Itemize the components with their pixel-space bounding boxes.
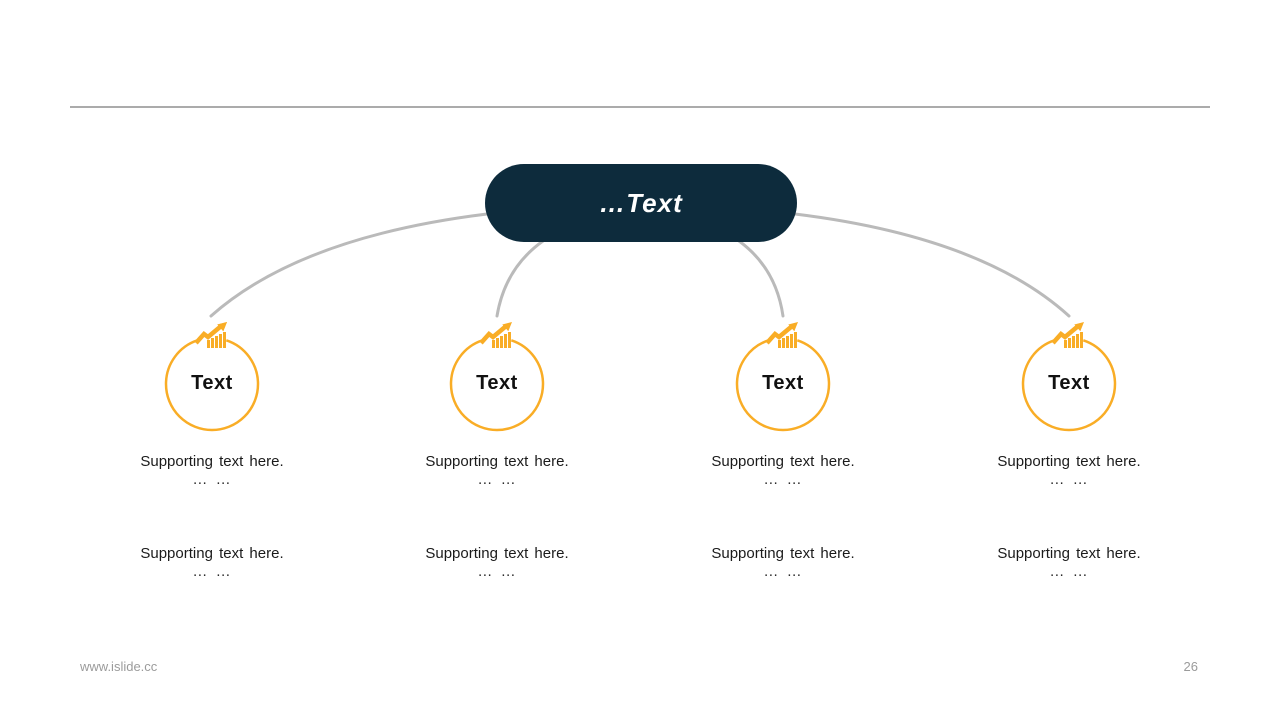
supporting-text-line: Supporting text here. [140, 453, 284, 470]
supporting-text-line: Supporting text here. [711, 453, 855, 470]
ellipsis-line: … … [1049, 563, 1089, 580]
branch-column-1: Text Supporting text here. … … Supportin… [69, 320, 355, 581]
node-ring [735, 322, 831, 432]
growth-chart-icon [479, 322, 512, 348]
ellipsis-line: … … [477, 563, 517, 580]
branch-column-3: Text Supporting text here. … … Supportin… [640, 320, 926, 581]
node-circle: Text [437, 320, 557, 432]
ellipsis-line: … … [477, 471, 517, 488]
supporting-text-block: Supporting text here. … … [69, 453, 355, 489]
node-circle: Text [152, 320, 272, 432]
divider-line [70, 106, 1210, 108]
supporting-text-line: Supporting text here. [997, 453, 1141, 470]
node-label: Text [476, 372, 518, 394]
supporting-text-line: Supporting text here. [997, 545, 1141, 562]
connector-line-3 [737, 239, 785, 318]
connector-line-4 [793, 212, 1071, 318]
supporting-text-block: Supporting text here. … … [354, 545, 640, 581]
supporting-text-block: Supporting text here. … … [640, 453, 926, 489]
root-node: …Text [485, 164, 797, 242]
growth-chart-icon [765, 322, 798, 348]
supporting-text-block: Supporting text here. … … [354, 453, 640, 489]
footer-url: www.islide.cc [80, 659, 158, 674]
supporting-text-block: Supporting text here. … … [69, 545, 355, 581]
supporting-text-line: Supporting text here. [711, 545, 855, 562]
node-label: Text [762, 372, 804, 394]
node-label: Text [191, 372, 233, 394]
connector-line-1 [209, 212, 489, 318]
branch-column-2: Text Supporting text here. … … Supportin… [354, 320, 640, 581]
growth-chart-icon [194, 322, 227, 348]
root-node-label: …Text [599, 187, 683, 218]
ellipsis-line: … … [192, 471, 232, 488]
supporting-text-line: Supporting text here. [425, 545, 569, 562]
node-ring [164, 322, 260, 432]
node-ring [449, 322, 545, 432]
supporting-text-block: Supporting text here. … … [926, 545, 1212, 581]
supporting-text-block: Supporting text here. … … [926, 453, 1212, 489]
ellipsis-line: … … [1049, 471, 1089, 488]
ellipsis-line: … … [763, 471, 803, 488]
supporting-text-block: Supporting text here. … … [640, 545, 926, 581]
branch-column-4: Text Supporting text here. … … Supportin… [926, 320, 1212, 581]
node-label: Text [1048, 372, 1090, 394]
supporting-text-line: Supporting text here. [425, 453, 569, 470]
ellipsis-line: … … [192, 563, 232, 580]
growth-chart-icon [1051, 322, 1084, 348]
supporting-text-line: Supporting text here. [140, 545, 284, 562]
ellipsis-line: … … [763, 563, 803, 580]
node-circle: Text [1009, 320, 1129, 432]
page-number: 26 [1183, 659, 1198, 674]
connector-line-2 [495, 239, 545, 318]
node-circle: Text [723, 320, 843, 432]
node-ring [1021, 322, 1117, 432]
